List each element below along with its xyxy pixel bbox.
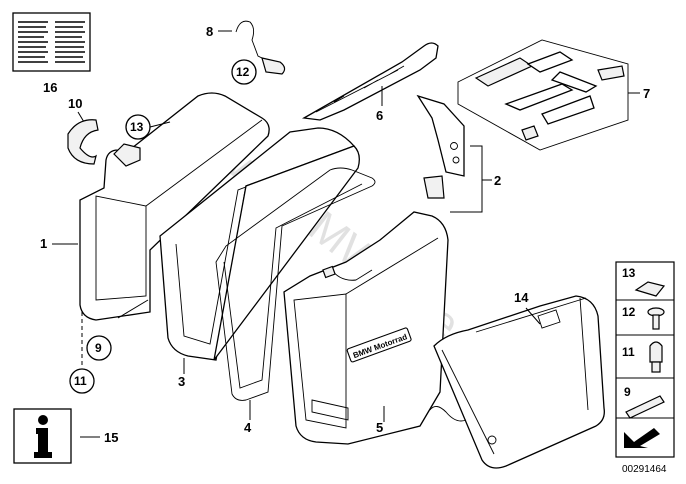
circled-callout-9 (86, 335, 112, 361)
legend-label-13: 13 (622, 266, 636, 280)
callout-8: 8 (206, 24, 213, 39)
cable-clip (261, 57, 286, 75)
callout-2: 2 (494, 173, 501, 188)
arrow-pointer-icon (620, 426, 670, 452)
lid-frame-part-3 (159, 127, 360, 361)
circled-label-12: 12 (236, 65, 250, 79)
barcode-label-icon (12, 12, 91, 72)
callout-7: 7 (643, 86, 650, 101)
callout-10: 10 (68, 96, 82, 111)
pin-icon (625, 395, 665, 419)
bumper-part-10 (67, 119, 99, 165)
case-shell-part-1 (79, 92, 270, 321)
lock-hinge (113, 143, 141, 167)
callout-5: 5 (376, 420, 383, 435)
gasket-part-4 (215, 167, 376, 401)
legend-label-12: 12 (622, 305, 636, 319)
leader-13 (149, 121, 171, 128)
screw-icon (647, 307, 665, 330)
circled-label-11: 11 (74, 374, 87, 388)
bracket-part-2 (416, 94, 465, 199)
circled-callout-12 (231, 59, 257, 85)
document-id: 00291464 (622, 464, 667, 475)
adapter-plate-part-7 (457, 39, 629, 151)
case-lock (322, 265, 336, 279)
small-parts-legend: 13 12 11 9 (615, 261, 675, 458)
callout-1: 1 (40, 236, 47, 251)
callout-14: 14 (514, 290, 529, 305)
callout-4: 4 (244, 420, 252, 435)
leader-14 (525, 307, 541, 325)
leader-9 (117, 299, 149, 319)
callout-15: 15 (104, 430, 118, 445)
circled-callout-11 (69, 368, 95, 394)
mounting-rail-part-6 (301, 42, 439, 121)
legend-label-9: 9 (624, 385, 631, 399)
leader-10 (77, 111, 85, 123)
clip-nut-icon (634, 281, 666, 297)
callout-16: 16 (43, 80, 57, 95)
legend-label-11: 11 (622, 345, 635, 359)
circled-label-9: 9 (95, 341, 102, 355)
circled-label-13: 13 (130, 120, 144, 134)
inner-bag-part-14 (429, 295, 605, 469)
cable-part-8 (235, 20, 271, 63)
leader-2-bracket (450, 145, 483, 213)
case-front-part-5: BMW Motorrad (283, 211, 449, 445)
rubber-buffer-icon (649, 341, 663, 373)
callout-3: 3 (178, 374, 185, 389)
info-icon (13, 408, 72, 464)
callout-6: 6 (376, 108, 383, 123)
